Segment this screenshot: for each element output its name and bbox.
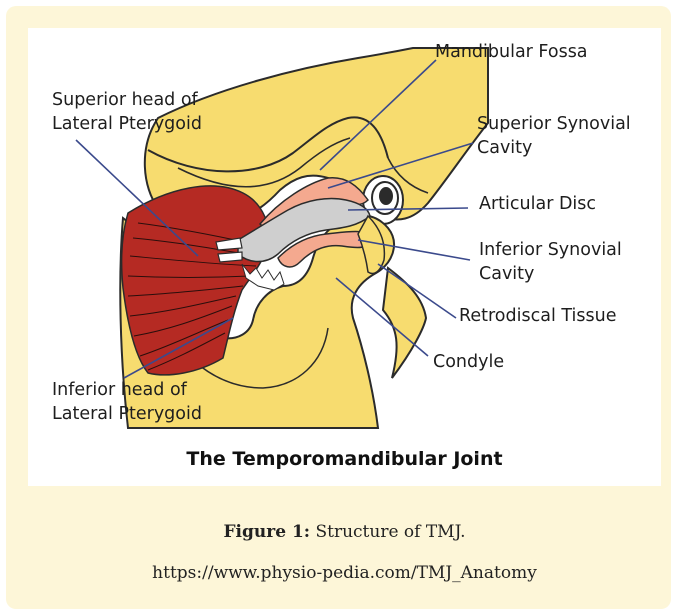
label-mandibular-fossa: Mandibular Fossa	[435, 40, 588, 64]
diagram-title: The Temporomandibular Joint	[28, 448, 661, 470]
label-inferior-head-line1: Inferior head of	[52, 378, 187, 402]
label-retrodiscal-tissue: Retrodiscal Tissue	[459, 304, 616, 328]
figure-caption: Figure 1: Structure of TMJ.	[6, 522, 677, 542]
label-superior-synovial-line1: Superior Synovial	[477, 112, 631, 136]
label-inferior-synovial-line2: Cavity	[479, 262, 534, 286]
diagram-panel: Mandibular Fossa Superior Synovial Cavit…	[28, 28, 661, 486]
label-inferior-head-line2: Lateral Pterygoid	[52, 402, 202, 426]
figure-frame: Mandibular Fossa Superior Synovial Cavit…	[6, 6, 671, 609]
label-inferior-synovial-line1: Inferior Synovial	[479, 238, 622, 262]
label-superior-head-line2: Lateral Pterygoid	[52, 112, 202, 136]
label-condyle: Condyle	[433, 350, 504, 374]
source-link[interactable]: https://www.physio-pedia.com/TMJ_Anatomy	[6, 563, 677, 583]
caption-text: Structure of TMJ.	[310, 522, 465, 542]
label-superior-synovial-line2: Cavity	[477, 136, 532, 160]
label-superior-head-line1: Superior head of	[52, 88, 198, 112]
caption-label: Figure 1:	[223, 522, 310, 542]
label-articular-disc: Articular Disc	[479, 192, 596, 216]
